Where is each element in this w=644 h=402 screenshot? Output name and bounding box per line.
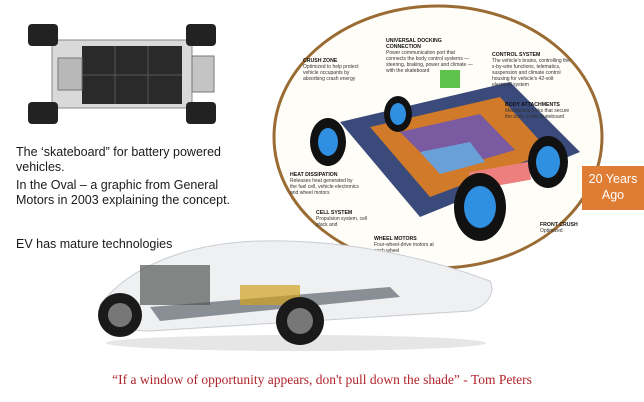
mature-tech-caption: EV has mature technologies [16, 237, 173, 251]
tom-peters-quote: “If a window of opportunity appears, don… [112, 372, 532, 387]
gm-oval-graphic [272, 4, 604, 270]
chassis-top-view [28, 24, 216, 124]
oval-caption: In the Oval – a graphic from General Mot… [16, 178, 231, 207]
transparent-car [98, 240, 493, 351]
skateboard-caption: The ‘skateboard” for battery powered veh… [16, 145, 221, 174]
years-ago-badge: 20 Years Ago [582, 166, 644, 210]
